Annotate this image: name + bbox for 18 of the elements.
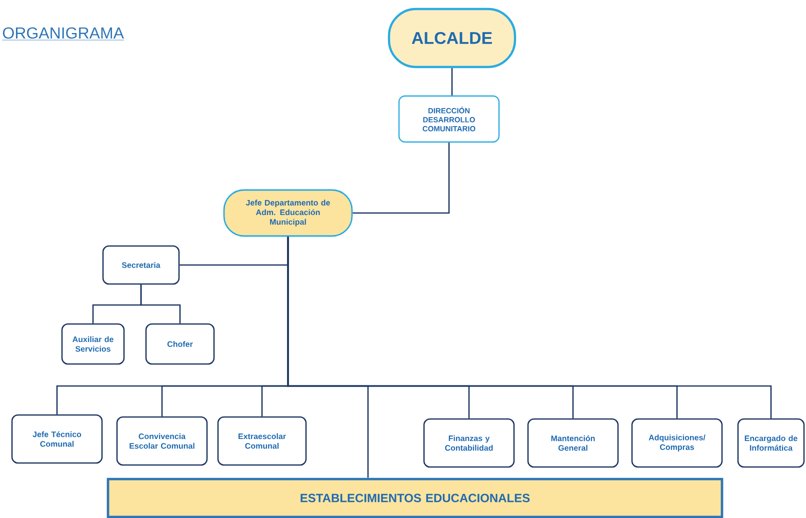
banner-box: ESTABLECIMIENTOS EDUCACIONALES (106, 478, 724, 518)
rounded-box: Secretaria (102, 245, 180, 285)
rounded-box: Jefe Técnico Comunal (11, 414, 103, 464)
connector-line (287, 236, 772, 418)
connector-line (352, 142, 450, 214)
rounded-box: ALCALDE (388, 8, 516, 68)
rounded-box: Encargado de Informática (737, 418, 805, 468)
connector-line (451, 68, 453, 96)
rounded-box: Convivencia Escolar Comunal (116, 416, 208, 466)
rounded-box: Mantención General (527, 418, 619, 468)
connector-line (140, 284, 181, 324)
rounded-box: Finanzas y Contabilidad (423, 418, 515, 468)
rounded-box: Chofer (145, 323, 215, 365)
rounded-box: Extraescolar Comunal (217, 416, 307, 466)
rounded-box: Jefe Departamento de Adm. Educación Municipal (223, 189, 353, 237)
rounded-box: Adquisiciones/ Compras (631, 418, 723, 468)
title: ORGANIGRAMA (2, 27, 124, 40)
rounded-box: Auxiliar de Servicios (61, 323, 125, 365)
